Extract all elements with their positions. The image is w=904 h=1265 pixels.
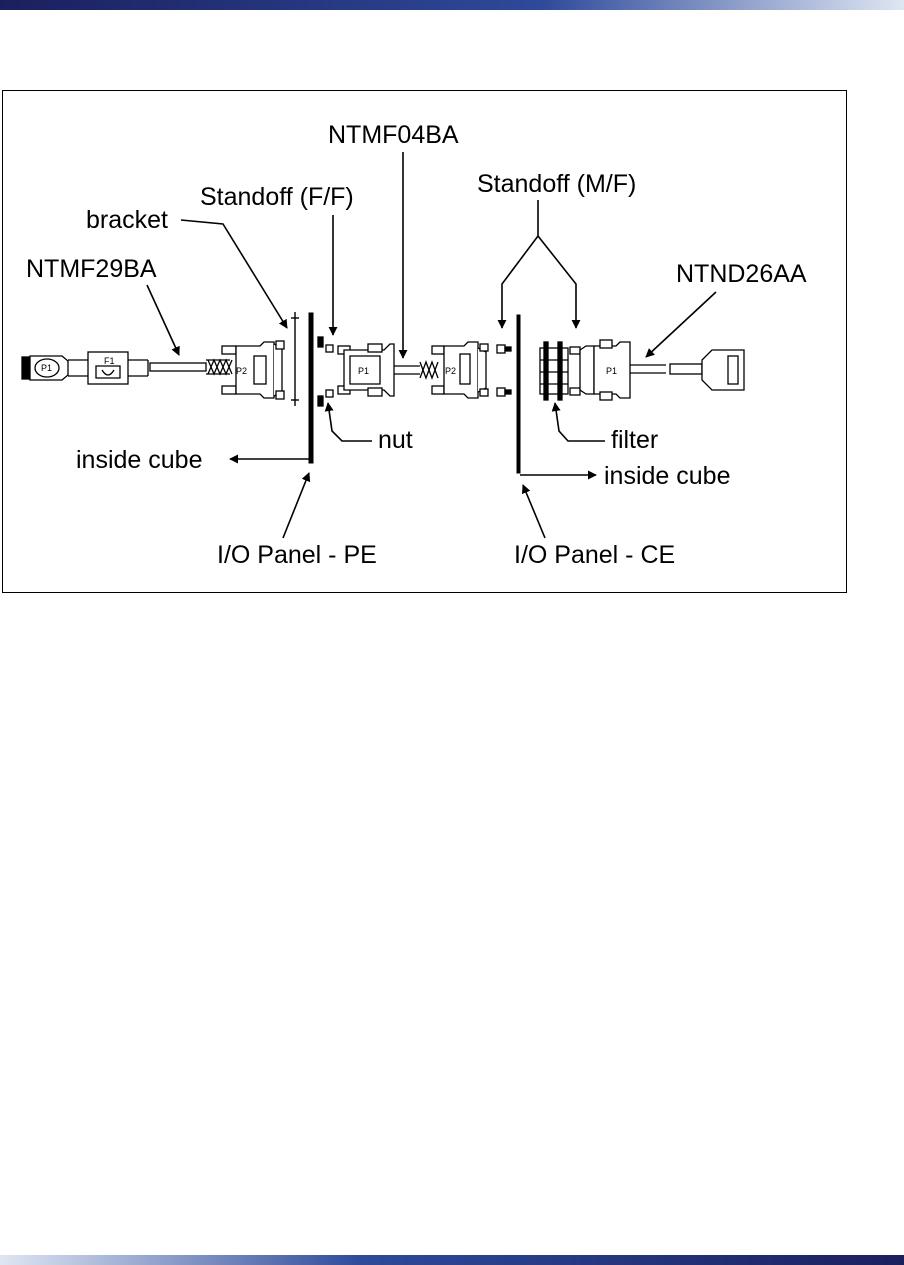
label-p2-a: P2 xyxy=(236,366,247,376)
bracket-leader xyxy=(180,219,288,329)
label-ntmf04ba: NTMF04BA xyxy=(328,121,459,149)
label-p1-right: P1 xyxy=(606,366,617,376)
label-filter: filter xyxy=(611,426,658,454)
label-nut: nut xyxy=(378,426,413,454)
label-standoff-ff: Standoff (F/F) xyxy=(200,183,354,211)
footer-bar xyxy=(0,1255,904,1265)
standoff-mf-left xyxy=(496,344,512,397)
label-io-panel-pe: I/O Panel - PE xyxy=(217,541,377,569)
io-panel-pe xyxy=(308,312,314,464)
label-f1: F1 xyxy=(104,356,115,366)
label-ntmf29ba: NTMF29BA xyxy=(26,255,157,283)
label-ntnd26aa: NTND26AA xyxy=(676,260,807,288)
figure-frame xyxy=(2,90,847,593)
io-panel-pe-leader xyxy=(282,472,311,539)
label-p2-b: P2 xyxy=(445,366,456,376)
standoff-ff-nuts xyxy=(317,336,334,407)
ferrite-f1 xyxy=(68,351,149,385)
header-bar xyxy=(0,0,904,10)
filter-block xyxy=(539,341,569,401)
label-p1-mid: P1 xyxy=(358,366,369,376)
ntmf29ba-cable xyxy=(149,358,233,376)
label-p1-left: P1 xyxy=(41,363,52,373)
dsub-p2-a xyxy=(221,340,285,400)
ntnd26aa-cable xyxy=(669,349,745,391)
label-io-panel-ce: I/O Panel - CE xyxy=(514,541,675,569)
filter-leader xyxy=(551,402,605,442)
io-panel-ce xyxy=(516,314,521,474)
dsub-p1-mid xyxy=(337,343,420,397)
ntmf29ba-leader xyxy=(146,284,180,356)
standoff-mf-leader-right xyxy=(537,235,581,329)
dsub-p2-b xyxy=(419,341,489,399)
label-bracket: bracket xyxy=(86,206,168,234)
label-standoff-mf: Standoff (M/F) xyxy=(477,170,636,198)
label-inside-cube-left: inside cube xyxy=(76,446,202,474)
standoff-mf-leader-left xyxy=(497,200,539,329)
io-panel-ce-leader xyxy=(521,484,546,539)
plug-p1-left xyxy=(21,355,69,381)
label-inside-cube-right: inside cube xyxy=(604,462,730,490)
standoff-mf-right xyxy=(569,346,581,396)
nut-leader xyxy=(324,402,372,442)
dsub-p1-right xyxy=(579,339,666,401)
ntnd26aa-leader xyxy=(645,291,717,358)
